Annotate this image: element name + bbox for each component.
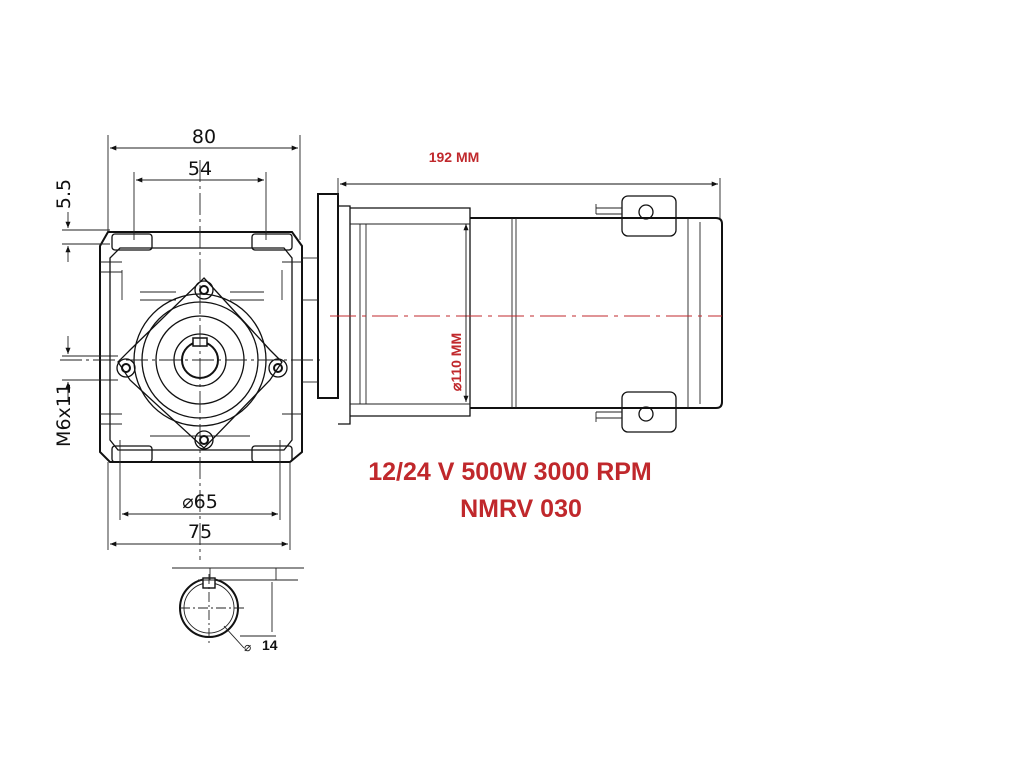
dim-phi65-label: ⌀65 (182, 491, 218, 513)
dim-54-label: 54 (188, 158, 212, 180)
shaft-detail: ⌀ 14 (172, 567, 304, 654)
shaft-dia-symbol: ⌀ (244, 640, 251, 654)
shaft-dia-label: 14 (262, 637, 278, 653)
dimension-75: 75 (107, 462, 291, 550)
spec-line-2: NMRV 030 (460, 495, 582, 523)
dimension-80: 80 (107, 126, 301, 240)
motor-side-view (302, 193, 723, 433)
dim-m6x11-label: M6x11 (53, 383, 75, 447)
dimension-m6x11: M6x11 (53, 336, 118, 447)
dimension-54: 54 (133, 158, 267, 240)
dim-75-label: 75 (188, 521, 212, 543)
dim-80-label: 80 (192, 126, 216, 148)
dimension-phi65: ⌀65 (119, 440, 281, 520)
gearbox-front-view (60, 160, 320, 560)
dimension-192mm: 192 MM (337, 149, 721, 218)
spec-line-1: 12/24 V 500W 3000 RPM (368, 458, 652, 486)
dim-110mm-label: ⌀110 MM (448, 333, 464, 391)
dim-192mm-label: 192 MM (429, 149, 480, 165)
dimension-110mm: ⌀110 MM (448, 224, 469, 402)
dimension-5-5: 5.5 (53, 179, 110, 262)
dim-5-5-label: 5.5 (53, 179, 75, 209)
